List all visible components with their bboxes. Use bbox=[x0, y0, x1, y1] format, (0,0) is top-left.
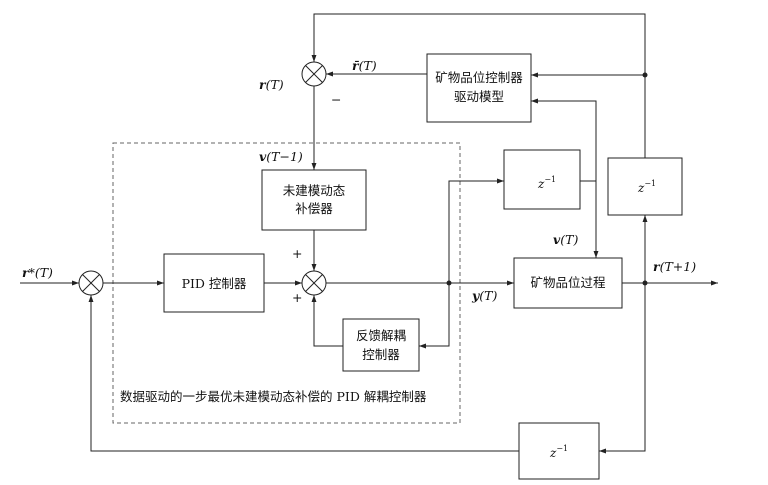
wire-decoupler-to-sum3 bbox=[311, 295, 343, 347]
decoupler-label-line2: 控制器 bbox=[362, 347, 400, 362]
sign-plus-top: + bbox=[292, 246, 302, 261]
summing-junction-control bbox=[301, 270, 327, 296]
wire-delay-upper-to-model bbox=[531, 98, 597, 182]
wire-delay-lower-to-sum1 bbox=[88, 295, 519, 452]
drive-model-label-line1: 矿物品位控制器 bbox=[435, 70, 523, 85]
drive-model-block: 矿物品位控制器 驱动模型 bbox=[426, 53, 532, 123]
signal-r-label: r(T) bbox=[259, 77, 284, 92]
compensator-block: 未建模动态 补偿器 bbox=[261, 169, 367, 231]
signal-r-star-label: r*(T) bbox=[22, 265, 53, 280]
sign-plus-bottom: + bbox=[292, 290, 302, 305]
decoupler-block: 反馈解耦 控制器 bbox=[342, 318, 420, 372]
summing-junction-input bbox=[78, 270, 104, 296]
delay-lower-label: z−1 bbox=[549, 444, 568, 460]
signal-v-label: v(T) bbox=[553, 232, 578, 247]
delay-upper-label: z−1 bbox=[537, 175, 556, 191]
process-label: 矿物品位过程 bbox=[530, 275, 606, 290]
delay-block-lower: z−1 bbox=[518, 422, 600, 480]
delay-right-label: z−1 bbox=[637, 179, 656, 195]
delay-block-right: z−1 bbox=[607, 157, 683, 216]
drive-model-label-line2: 驱动模型 bbox=[454, 89, 504, 104]
delay-block-upper: z−1 bbox=[503, 149, 581, 210]
wire-y-to-decoupler bbox=[419, 283, 450, 349]
wire-output-to-delay-lower bbox=[599, 283, 646, 454]
signal-y-label: y(T) bbox=[471, 288, 497, 303]
compensator-label-line1: 未建模动态 bbox=[283, 183, 346, 198]
sign-minus-top: − bbox=[331, 92, 341, 107]
compensator-label-line2: 补偿器 bbox=[295, 201, 333, 216]
wire-y-to-delay-upper bbox=[448, 178, 504, 283]
controller-boundary-label: 数据驱动的一步最优未建模动态补偿的 PID 解耦控制器 bbox=[120, 389, 427, 404]
decoupler-label-line1: 反馈解耦 bbox=[356, 328, 406, 343]
pid-label: PID 控制器 bbox=[182, 276, 247, 291]
process-block: 矿物品位过程 bbox=[513, 257, 623, 309]
wire-top-feedback bbox=[311, 13, 646, 283]
signal-r-next-label: r(T+1) bbox=[653, 259, 696, 274]
signal-v-prev-label: v(T−1) bbox=[259, 149, 303, 164]
summing-junction-top bbox=[301, 61, 327, 87]
signal-r-hat-label: r̄(T) bbox=[352, 58, 377, 73]
pid-block: PID 控制器 bbox=[163, 253, 265, 313]
